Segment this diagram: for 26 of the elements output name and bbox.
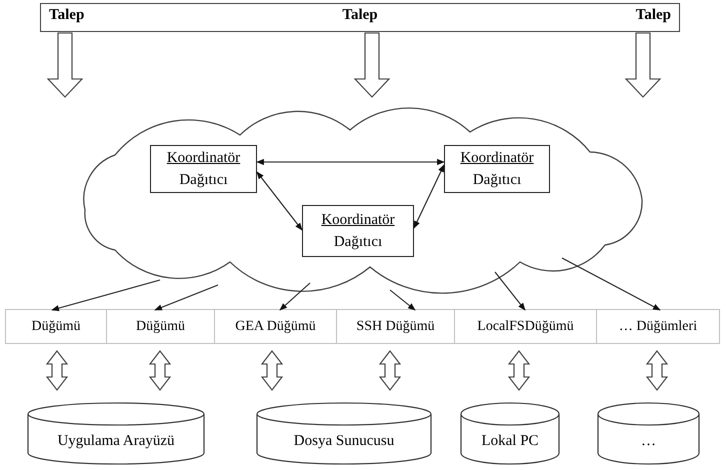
storage-cylinder: Lokal PC: [460, 402, 560, 465]
node-cell: … Düğümleri: [597, 309, 720, 344]
storage-cylinder: Dosya Sunucusu: [256, 402, 432, 465]
block-arrow: [46, 32, 84, 98]
arrow: [154, 284, 218, 311]
node-cell: Düğümü: [107, 309, 215, 344]
arrow: [279, 282, 310, 311]
request-bar: [40, 3, 680, 32]
request-label: Talep: [342, 6, 378, 25]
request-label: Talep: [636, 6, 671, 25]
node-cell: Düğümü: [5, 309, 107, 344]
storage-cylinder: …: [597, 402, 700, 465]
double-block-arrow: [508, 350, 530, 391]
node-cell: LocalFSDüğümü: [455, 309, 597, 344]
block-arrow: [624, 32, 662, 98]
storage-cylinder: Uygulama Arayüzü: [27, 402, 205, 465]
double-block-arrow: [148, 350, 172, 391]
double-block-arrow: [646, 350, 668, 391]
double-block-arrow: [378, 350, 402, 391]
arrow: [390, 290, 416, 310]
node-cell: SSH Düğümü: [337, 309, 455, 344]
request-label: Talep: [49, 6, 84, 25]
block-arrow: [354, 32, 390, 98]
double-block-arrow: [260, 350, 284, 391]
node-cell: GEA Düğümü: [215, 309, 337, 344]
double-block-arrow: [46, 350, 68, 391]
